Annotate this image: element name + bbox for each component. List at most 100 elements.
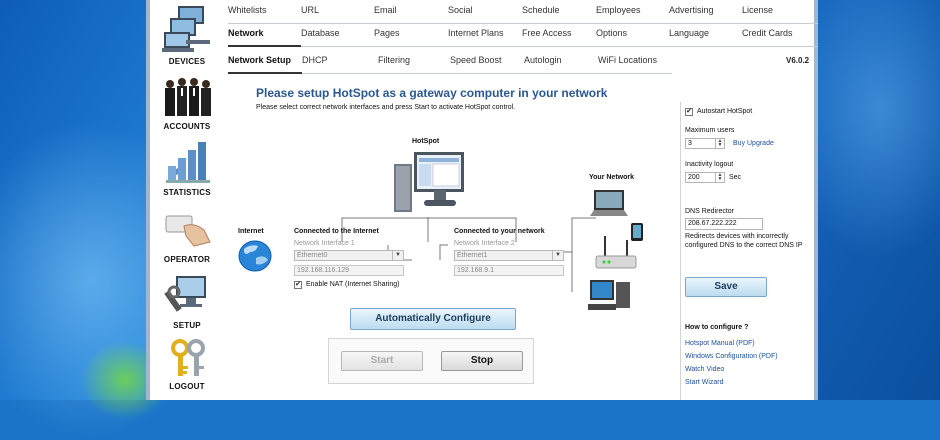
dns-input[interactable]: 208.67.222.222 bbox=[685, 218, 763, 230]
tab-url[interactable]: URL bbox=[301, 2, 374, 24]
save-button[interactable]: Save bbox=[685, 277, 767, 297]
tab-speed-boost[interactable]: Speed Boost bbox=[450, 52, 524, 74]
sidebar: DEVICES ACCOUNTS STATISTICS bbox=[150, 0, 224, 400]
chevron-down-icon: ▼ bbox=[552, 251, 563, 260]
devices-icon bbox=[162, 6, 210, 52]
dns-label: DNS Redirector bbox=[685, 208, 735, 215]
right-iface-select[interactable]: Ethernet1 ▼ bbox=[454, 250, 564, 261]
left-iface-title: Connected to the Internet bbox=[294, 228, 379, 235]
sidebar-item-statistics[interactable]: STATISTICS bbox=[150, 138, 224, 200]
tablet-icon bbox=[631, 223, 643, 241]
your-network-label: Your Network bbox=[589, 174, 634, 181]
enable-nat-checkbox[interactable]: ✔ bbox=[294, 281, 302, 289]
router-icon bbox=[595, 236, 637, 269]
sidebar-item-accounts[interactable]: ACCOUNTS bbox=[150, 72, 224, 134]
tab-credit-cards[interactable]: Credit Cards bbox=[742, 25, 818, 47]
laptop-icon bbox=[590, 190, 628, 216]
tab-network-setup[interactable]: Network Setup bbox=[228, 52, 302, 74]
sidebar-item-label: ACCOUNTS bbox=[163, 122, 211, 131]
tab-employees[interactable]: Employees bbox=[596, 2, 669, 24]
sidebar-item-operator[interactable]: OPERATOR bbox=[150, 206, 224, 268]
accounts-icon bbox=[165, 78, 211, 116]
tab-network[interactable]: Network bbox=[228, 25, 301, 47]
chevron-down-icon: ▼ bbox=[392, 251, 403, 260]
left-iface-ip-field[interactable]: 192.168.116.129 bbox=[294, 265, 404, 276]
tab-autologin[interactable]: Autologin bbox=[524, 52, 598, 74]
page-title: Please setup HotSpot as a gateway comput… bbox=[256, 86, 608, 100]
network-setup-panel: Please setup HotSpot as a gateway comput… bbox=[224, 72, 670, 400]
watch-video-link[interactable]: Watch Video bbox=[685, 366, 725, 373]
tab-social[interactable]: Social bbox=[448, 2, 522, 24]
tab-email[interactable]: Email bbox=[374, 2, 448, 24]
enable-nat-label: Enable NAT (Internet Sharing) bbox=[306, 281, 400, 288]
settings-panel: ✔ Autostart HotSpot Maximum users 3 ▲▼ B… bbox=[680, 102, 814, 400]
sidebar-item-label: LOGOUT bbox=[169, 382, 205, 391]
start-stop-group: Start Stop bbox=[328, 338, 534, 384]
dns-note-line2: configured DNS to the correct DNS IP bbox=[685, 242, 803, 249]
tab-database[interactable]: Database bbox=[301, 25, 374, 47]
right-iface-title: Connected to your network bbox=[454, 228, 545, 235]
stepper-arrows-icon[interactable]: ▲▼ bbox=[715, 139, 724, 148]
left-iface-label: Network Interface 1 bbox=[294, 240, 355, 247]
autostart-label: Autostart HotSpot bbox=[697, 108, 753, 115]
app-window: DEVICES ACCOUNTS STATISTICS bbox=[146, 0, 818, 400]
max-users-value: 3 bbox=[688, 140, 692, 147]
start-wizard-link[interactable]: Start Wizard bbox=[685, 379, 724, 386]
stepper-arrows-icon[interactable]: ▲▼ bbox=[715, 173, 724, 182]
sidebar-item-label: OPERATOR bbox=[163, 255, 211, 264]
max-users-label: Maximum users bbox=[685, 127, 735, 134]
start-button[interactable]: Start bbox=[341, 351, 423, 371]
howto-title: How to configure ? bbox=[685, 324, 749, 331]
automatically-configure-button[interactable]: Automatically Configure bbox=[350, 308, 516, 330]
right-iface-label: Network Interface 2 bbox=[454, 240, 515, 247]
tab-dhcp[interactable]: DHCP bbox=[302, 52, 376, 74]
hotspot-manual-link[interactable]: Hotspot Manual (PDF) bbox=[685, 340, 755, 347]
right-iface-select-value: Ethernet1 bbox=[457, 252, 488, 259]
nav-row-3: Network Setup DHCP Filtering Speed Boost… bbox=[228, 52, 672, 74]
sidebar-item-setup[interactable]: SETUP bbox=[150, 272, 224, 334]
inactivity-stepper[interactable]: 200 ▲▼ bbox=[685, 172, 725, 183]
nav-row-2: Network Database Pages Internet Plans Fr… bbox=[228, 25, 818, 47]
tab-filtering[interactable]: Filtering bbox=[376, 52, 450, 74]
tab-advertising[interactable]: Advertising bbox=[669, 2, 742, 24]
tab-language[interactable]: Language bbox=[669, 25, 742, 47]
windows-config-link[interactable]: Windows Configuration (PDF) bbox=[685, 353, 778, 360]
left-iface-select[interactable]: Ethernet0 ▼ bbox=[294, 250, 404, 261]
nav-row-1: Whitelists URL Email Social Schedule Emp… bbox=[228, 2, 818, 24]
operator-icon bbox=[165, 215, 211, 247]
right-iface-ip-field[interactable]: 192.168.9.1 bbox=[454, 265, 564, 276]
page-subtitle: Please select correct network interfaces… bbox=[256, 104, 516, 111]
sidebar-item-label: STATISTICS bbox=[163, 188, 211, 197]
sidebar-item-logout[interactable]: LOGOUT bbox=[150, 336, 224, 398]
connection-lines bbox=[341, 217, 596, 292]
left-iface-select-value: Ethernet0 bbox=[297, 252, 328, 259]
hotspot-computer-icon bbox=[394, 152, 464, 212]
logout-icon bbox=[171, 339, 205, 376]
tab-pages[interactable]: Pages bbox=[374, 25, 448, 47]
max-users-stepper[interactable]: 3 ▲▼ bbox=[685, 138, 725, 149]
version-label: V6.0.2 bbox=[786, 56, 810, 65]
stop-button[interactable]: Stop bbox=[441, 351, 523, 371]
inactivity-label: Inactivity logout bbox=[685, 161, 734, 168]
statistics-icon bbox=[166, 142, 210, 183]
internet-label: Internet bbox=[238, 228, 264, 235]
tab-license[interactable]: License bbox=[742, 2, 818, 24]
autostart-checkbox[interactable]: ✔ bbox=[685, 108, 693, 116]
globe-icon bbox=[238, 240, 272, 272]
inactivity-value: 200 bbox=[688, 174, 700, 181]
tab-schedule[interactable]: Schedule bbox=[522, 2, 596, 24]
top-navigation: Whitelists URL Email Social Schedule Emp… bbox=[224, 0, 818, 74]
dns-note-line1: Redirects devices with incorrectly bbox=[685, 233, 789, 240]
hotspot-label: HotSpot bbox=[412, 138, 440, 145]
buy-upgrade-link[interactable]: Buy Upgrade bbox=[733, 140, 774, 147]
tab-options[interactable]: Options bbox=[596, 25, 669, 47]
tab-whitelists[interactable]: Whitelists bbox=[228, 2, 301, 24]
sidebar-item-label: SETUP bbox=[173, 321, 201, 330]
tab-free-access[interactable]: Free Access bbox=[522, 25, 596, 47]
sidebar-item-devices[interactable]: DEVICES bbox=[150, 0, 224, 68]
desktop-pc-icon bbox=[588, 280, 630, 310]
tab-wifi-locations[interactable]: WiFi Locations bbox=[598, 52, 672, 74]
inactivity-unit: Sec bbox=[729, 174, 742, 181]
sidebar-item-label: DEVICES bbox=[168, 57, 206, 66]
tab-internet-plans[interactable]: Internet Plans bbox=[448, 25, 522, 47]
